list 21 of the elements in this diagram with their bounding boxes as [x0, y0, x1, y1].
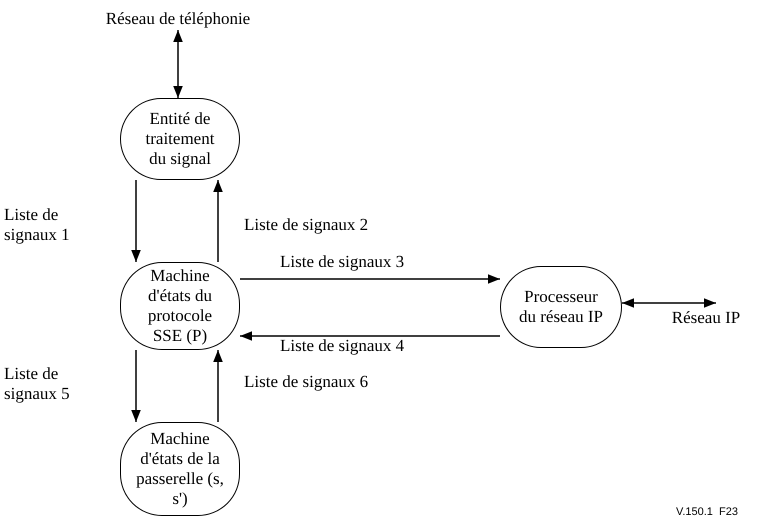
arrow — [173, 30, 183, 98]
edge-label: Liste de signaux 5 — [4, 364, 71, 404]
arrow — [131, 350, 141, 422]
edge-label: Liste de signaux 4 — [280, 336, 406, 356]
edge-label: Liste de signaux 6 — [244, 372, 370, 392]
edge-label: Liste de signaux 3 — [280, 252, 406, 272]
arrow — [240, 274, 500, 284]
rounded-process-box: Machine d'états de la passerelle (s, s') — [120, 422, 240, 516]
rounded-process-box: Processeur du réseau IP — [500, 266, 622, 348]
figure-number: V.150.1 F23 — [676, 506, 738, 518]
arrow — [131, 180, 141, 262]
arrow — [240, 331, 500, 341]
node-label: Réseau de téléphonie — [76, 8, 280, 30]
rounded-process-box: Entité de traitement du signal — [120, 98, 240, 180]
arrow — [213, 180, 223, 262]
arrow — [213, 350, 223, 422]
edge-label: Liste de signaux 1 — [4, 205, 71, 245]
arrow — [622, 298, 716, 308]
edge-label: Liste de signaux 2 — [244, 215, 370, 235]
node-label: Réseau IP — [656, 308, 756, 328]
rounded-process-box: Machine d'états du protocole SSE (P) — [120, 262, 240, 350]
